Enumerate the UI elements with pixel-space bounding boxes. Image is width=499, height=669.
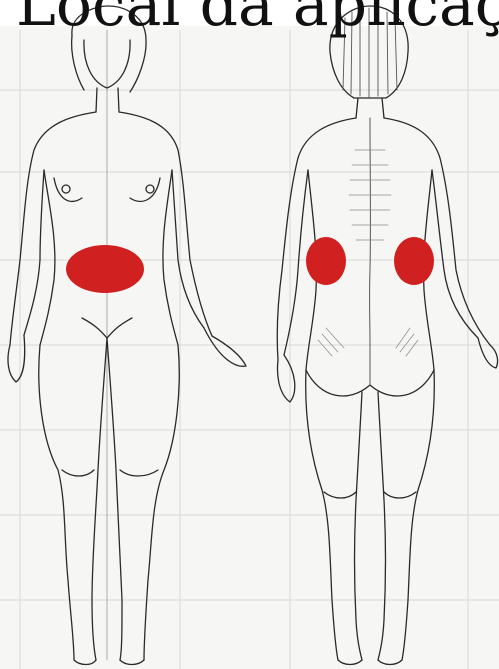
right-lower-back-marker xyxy=(394,237,434,285)
sketch-grid xyxy=(0,30,499,669)
application-markers xyxy=(66,237,434,293)
left-lower-back-marker xyxy=(306,237,346,285)
page-title: Local da aplicação xyxy=(16,0,499,45)
back-figure xyxy=(277,6,497,665)
front-figure xyxy=(8,6,246,665)
abdomen-marker xyxy=(66,245,144,293)
